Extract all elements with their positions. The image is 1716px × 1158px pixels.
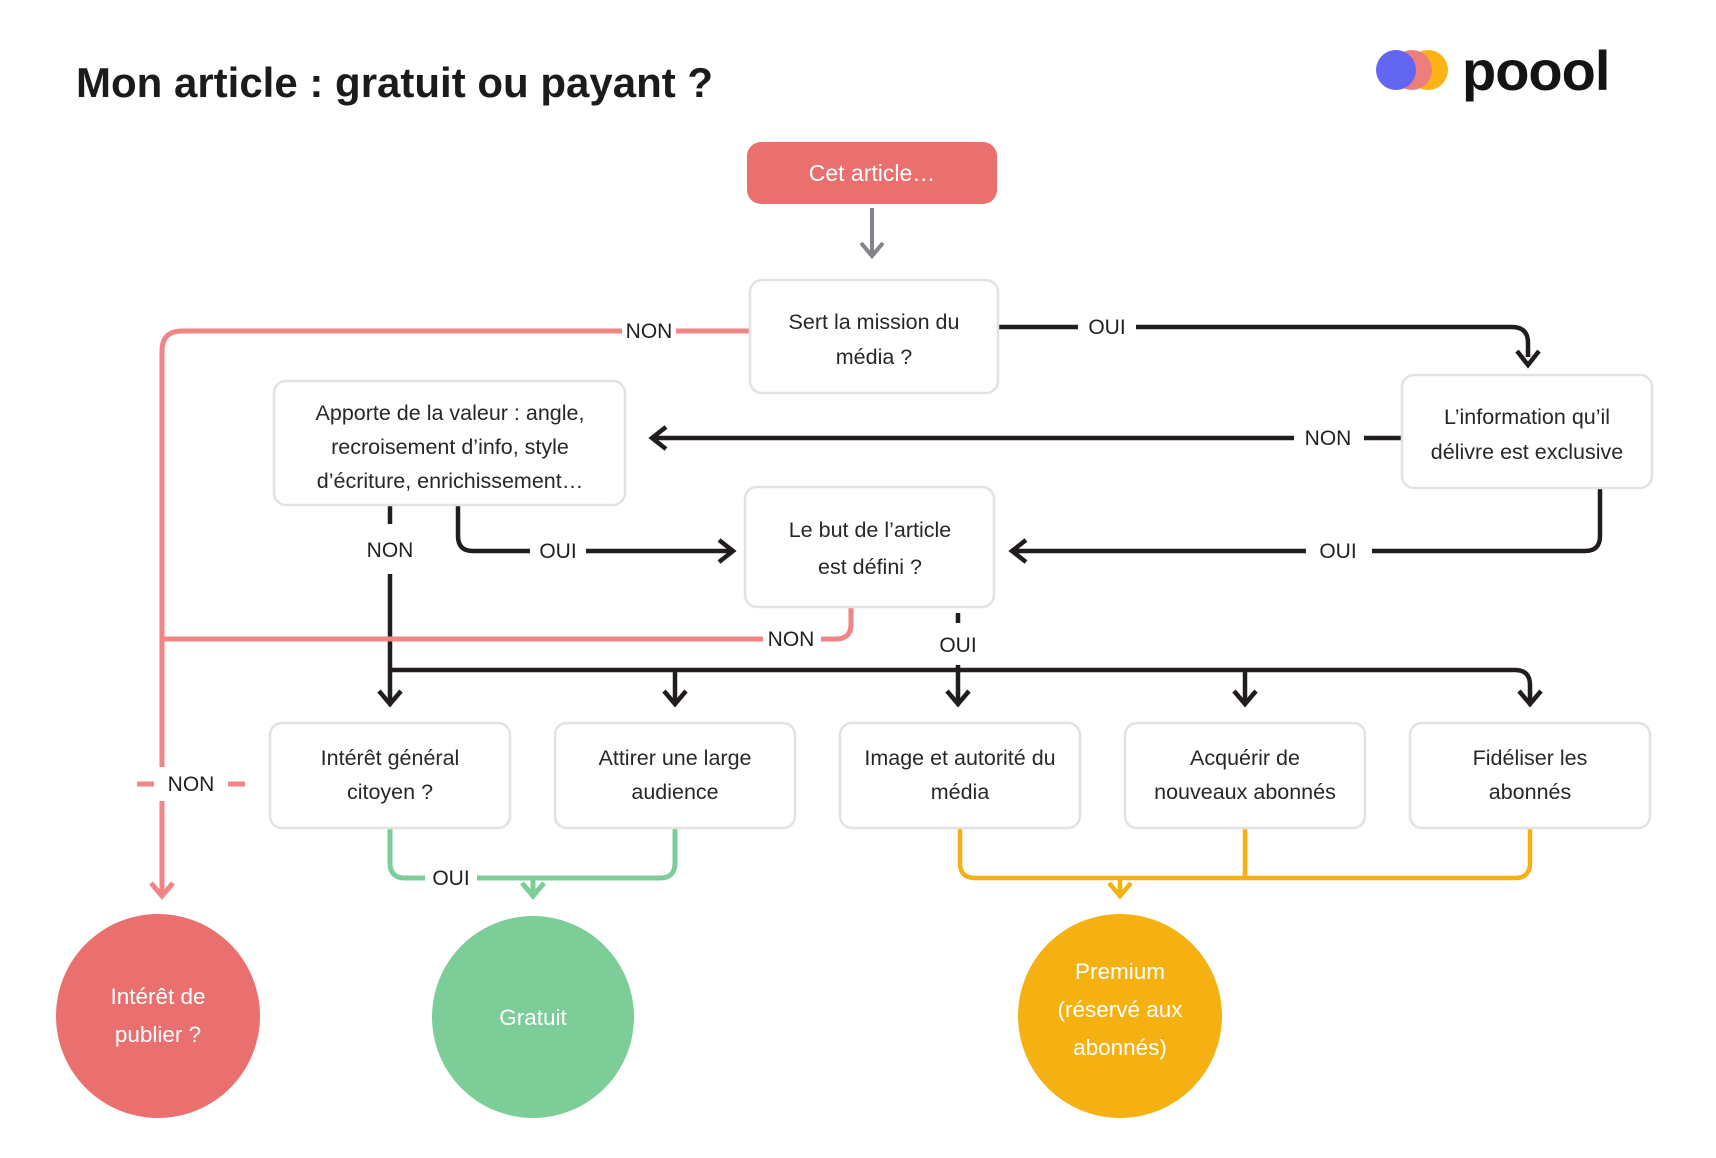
bar-arrowhead-box2	[662, 689, 688, 708]
node-but-defini: Le but de l’article est défini ?	[743, 485, 996, 609]
gratuit-circle	[432, 916, 634, 1118]
but-defini-box	[743, 485, 996, 609]
acquerir-abonnes-line2: nouveaux abonnés	[1154, 780, 1336, 804]
node-apporte-valeur: Apporte de la valeur : angle, recroiseme…	[272, 379, 627, 507]
label-oui-apporte: OUI	[539, 540, 576, 563]
label-oui-mission: OUI	[1088, 316, 1125, 339]
node-image-autorite: Image et autorité du média	[838, 721, 1082, 830]
label-non-mission: NON	[626, 320, 673, 343]
interet-general-line1: Intérêt général	[321, 746, 460, 770]
fideliser-abonnes-line1: Fidéliser les	[1473, 746, 1588, 770]
page-title: Mon article : gratuit ou payant ?	[76, 59, 713, 106]
but-defini-line1: Le but de l’article	[789, 518, 952, 542]
edge-oui-gratuit-arrowhead	[520, 881, 546, 900]
premium-line2: (réservé aux	[1057, 997, 1183, 1022]
apporte-valeur-line2: recroisement d’info, style	[331, 435, 569, 459]
distribution-bar	[390, 667, 1533, 702]
edge-non-mission-line-b	[159, 328, 622, 767]
edge-oui-information-arrowhead	[1008, 538, 1028, 564]
cet-article-label: Cet article…	[809, 160, 936, 186]
edge-start	[859, 208, 885, 260]
interet-publier-circle	[56, 914, 260, 1118]
sert-mission-box	[748, 278, 1000, 395]
edge-non-information-arrowhead	[648, 425, 668, 451]
outcome-gratuit: Gratuit	[432, 916, 634, 1118]
premium-line1: Premium	[1075, 959, 1165, 984]
edge-labels: NON OUI NON OUI NON OUI NON OUI NON OUI	[168, 316, 1357, 890]
edge-non-publish-arrowhead	[149, 881, 175, 900]
attirer-audience-line1: Attirer une large	[599, 746, 752, 770]
interet-publier-line1: Intérêt de	[110, 984, 205, 1009]
node-acquerir-abonnes: Acquérir de nouveaux abonnés	[1123, 721, 1367, 830]
information-exclusive-line2: délivre est exclusive	[1431, 440, 1623, 464]
cet-article-pill	[747, 142, 997, 204]
edge-oui-information-line-a	[1372, 489, 1603, 554]
outcome-premium: Premium (réservé aux abonnés)	[1018, 914, 1222, 1118]
image-autorite-line2: média	[931, 780, 990, 804]
node-fideliser-abonnes: Fidéliser les abonnés	[1408, 721, 1652, 830]
image-autorite-box	[838, 721, 1082, 830]
node-attirer-audience: Attirer une large audience	[553, 721, 797, 830]
label-non-but: NON	[768, 628, 815, 651]
acquerir-abonnes-box	[1123, 721, 1367, 830]
fideliser-abonnes-box	[1408, 721, 1652, 830]
edge-oui-but-arrowhead	[945, 689, 971, 708]
bar-arrowhead-box4	[1232, 689, 1258, 708]
premium-circle	[1018, 914, 1222, 1118]
edge-start-arrowhead	[859, 241, 885, 260]
node-sert-mission: Sert la mission du média ?	[748, 278, 1000, 395]
bar-arrowhead-box5	[1517, 689, 1543, 708]
node-information-exclusive: L’information qu’il délivre est exclusiv…	[1400, 373, 1654, 490]
attirer-audience-line2: audience	[631, 780, 718, 804]
edge-non-but-line-a	[821, 608, 854, 642]
node-cet-article: Cet article…	[747, 142, 997, 204]
interet-publier-line2: publier ?	[115, 1022, 201, 1047]
interet-general-line2: citoyen ?	[347, 780, 433, 804]
edge-oui-mission-arrowhead	[1515, 349, 1541, 369]
poool-logo: poool	[1376, 39, 1610, 102]
edges-red	[137, 328, 854, 900]
label-non-publish: NON	[168, 773, 215, 796]
sert-mission-line2: média ?	[836, 345, 913, 369]
edges-yellow	[957, 828, 1533, 900]
node-interet-general: Intérêt général citoyen ?	[268, 721, 512, 830]
edge-oui-mission-line-b	[1136, 324, 1531, 357]
label-oui-but: OUI	[939, 634, 976, 657]
logo-circle-blue	[1376, 50, 1416, 90]
image-autorite-line1: Image et autorité du	[864, 746, 1055, 770]
apporte-valeur-box	[272, 379, 627, 507]
label-oui-gratuit: OUI	[432, 867, 469, 890]
fideliser-abonnes-line2: abonnés	[1489, 780, 1572, 804]
edge-oui-gratuit-line-a	[387, 828, 425, 881]
acquerir-abonnes-line1: Acquérir de	[1190, 746, 1300, 770]
information-exclusive-line1: L’information qu’il	[1444, 405, 1610, 429]
gratuit-label: Gratuit	[499, 1005, 567, 1030]
label-oui-information: OUI	[1319, 540, 1356, 563]
but-defini-line2: est défini ?	[818, 555, 922, 579]
edges-green	[387, 828, 678, 900]
sert-mission-line1: Sert la mission du	[789, 310, 960, 334]
logo-wordmark: poool	[1462, 39, 1609, 102]
apporte-valeur-line1: Apporte de la valeur : angle,	[316, 401, 585, 425]
apporte-valeur-line3: d’écriture, enrichissement…	[317, 469, 583, 493]
attirer-audience-box	[553, 721, 797, 830]
label-non-information: NON	[1305, 427, 1352, 450]
edge-non-apporte-arrowhead	[377, 689, 403, 708]
edge-premium-arrowhead	[1107, 881, 1133, 900]
interet-general-box	[268, 721, 512, 830]
information-exclusive-box	[1400, 373, 1654, 490]
outcome-interet-publier: Intérêt de publier ?	[56, 914, 260, 1118]
premium-line3: abonnés)	[1073, 1035, 1167, 1060]
edge-oui-apporte-line-a	[455, 506, 530, 554]
edge-oui-apporte-arrowhead	[717, 538, 737, 564]
edge-oui-gratuit-line-b	[477, 828, 678, 881]
label-non-apporte: NON	[367, 539, 414, 562]
